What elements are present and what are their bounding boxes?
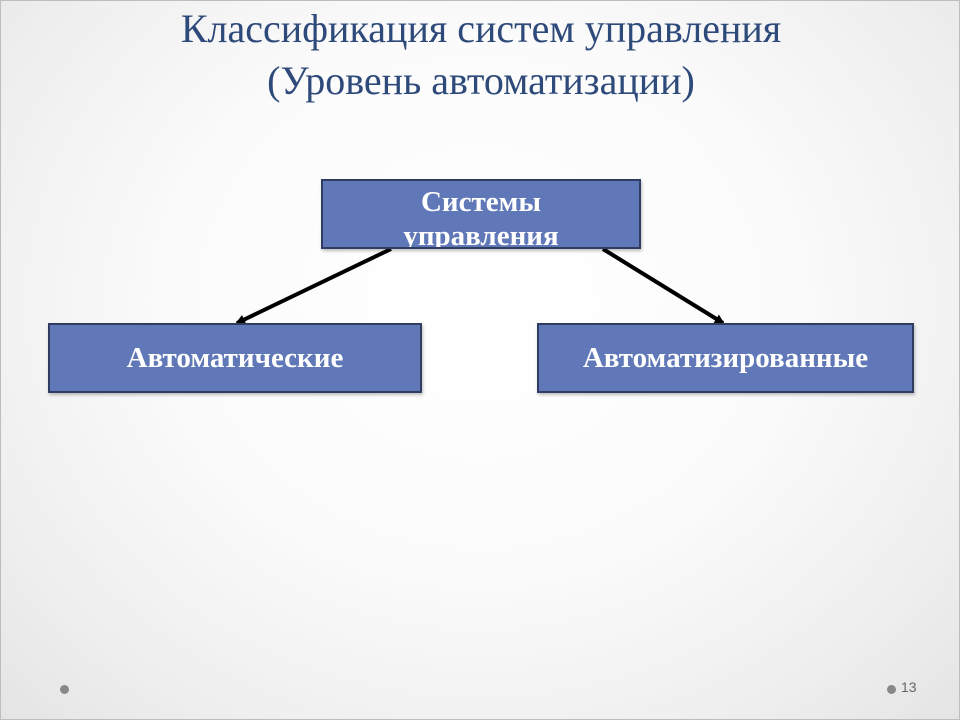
bullet-dot-right	[887, 685, 896, 694]
slide-title: Классификация систем управления (Уровень…	[1, 3, 959, 107]
bullet-dot-left	[60, 685, 69, 694]
node-automated: Автоматизированные	[537, 323, 914, 393]
node-automated-label: Автоматизированные	[582, 341, 869, 374]
node-control-systems-line-1: Системы	[420, 186, 542, 218]
title-line-1: Классификация систем управления	[180, 6, 782, 51]
node-automatic: Автоматические	[48, 323, 422, 393]
arrow-to-automatic	[235, 247, 392, 325]
title-line-2: (Уровень автоматизации)	[267, 58, 695, 103]
node-control-systems: Системы управления	[321, 179, 641, 249]
node-control-systems-line-2: управления	[403, 220, 559, 249]
arrow-to-automated	[601, 247, 725, 325]
page-number: 13	[901, 679, 917, 695]
node-automatic-label: Автоматические	[126, 341, 344, 374]
